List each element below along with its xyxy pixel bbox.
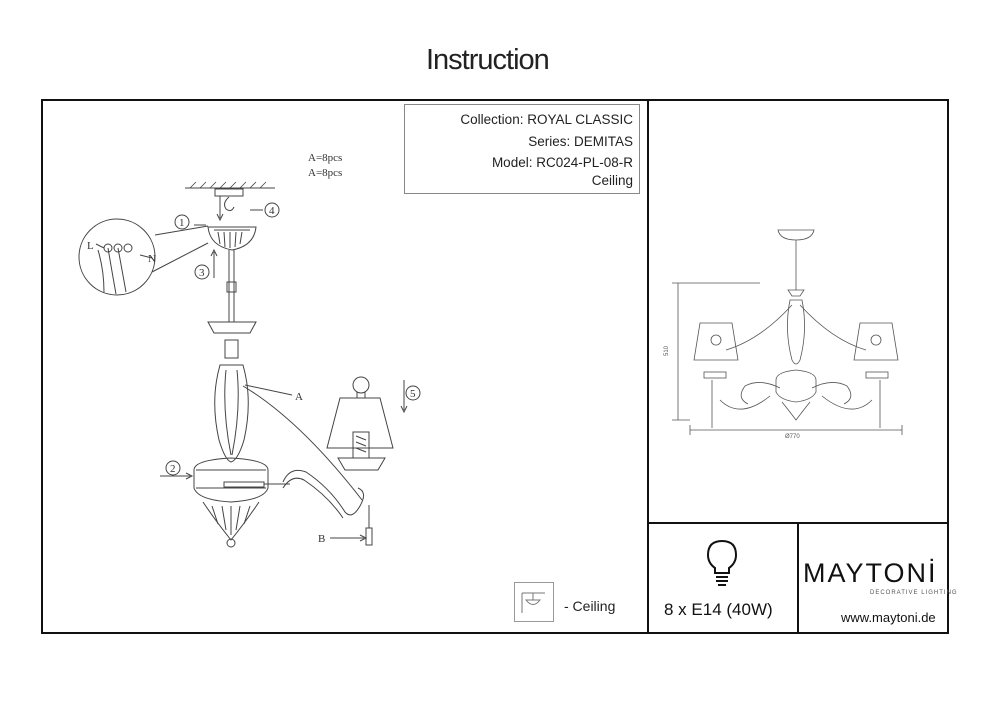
step-2-label: 2 [170, 463, 176, 475]
step-3-label: 3 [199, 267, 205, 279]
assembly-diagram: A=8pcs A=8pcs 1 2 3 4 5 L N A B [78, 152, 421, 548]
website-text: www.maytoni.de [841, 610, 936, 625]
ceiling-legend-label: - Ceiling [564, 598, 616, 614]
parts-a-count-1: A=8pcs [308, 152, 342, 164]
mount-text: Ceiling [591, 173, 633, 188]
preview-height-dim: 510 [664, 345, 670, 356]
step-4-label: 4 [269, 205, 275, 217]
product-info-box: Collection: ROYAL CLASSIC Series: DEMITA… [404, 104, 640, 194]
step-5-label: 5 [410, 388, 416, 400]
part-b-label: B [318, 533, 325, 545]
divider-main [647, 99, 649, 634]
preview-width-dim: Ø770 [785, 434, 800, 440]
wire-l-label: L [87, 240, 94, 252]
step-1-label: 1 [179, 217, 185, 229]
product-preview: 510 Ø770 [664, 229, 903, 440]
model-text: Model: RC024-PL-08-R [491, 155, 633, 170]
ceiling-mount-legend-icon [514, 582, 554, 622]
bulb-spec-text: 8 x E14 (40W) [664, 600, 773, 619]
brand-tagline: DECORATIVE LIGHTING [870, 590, 958, 596]
part-a-label: A [295, 391, 303, 403]
divider-spec [797, 522, 799, 634]
series-text: Series: DEMITAS [528, 134, 633, 149]
wire-n-label: N [148, 253, 156, 265]
brand-logo: MAYTONİ [803, 558, 938, 588]
parts-a-count-2: A=8pcs [308, 167, 342, 179]
bulb-icon [700, 537, 744, 592]
collection-text: Collection: ROYAL CLASSIC [460, 112, 633, 127]
instruction-frame [41, 99, 949, 634]
page-title: Instruction [426, 44, 550, 76]
